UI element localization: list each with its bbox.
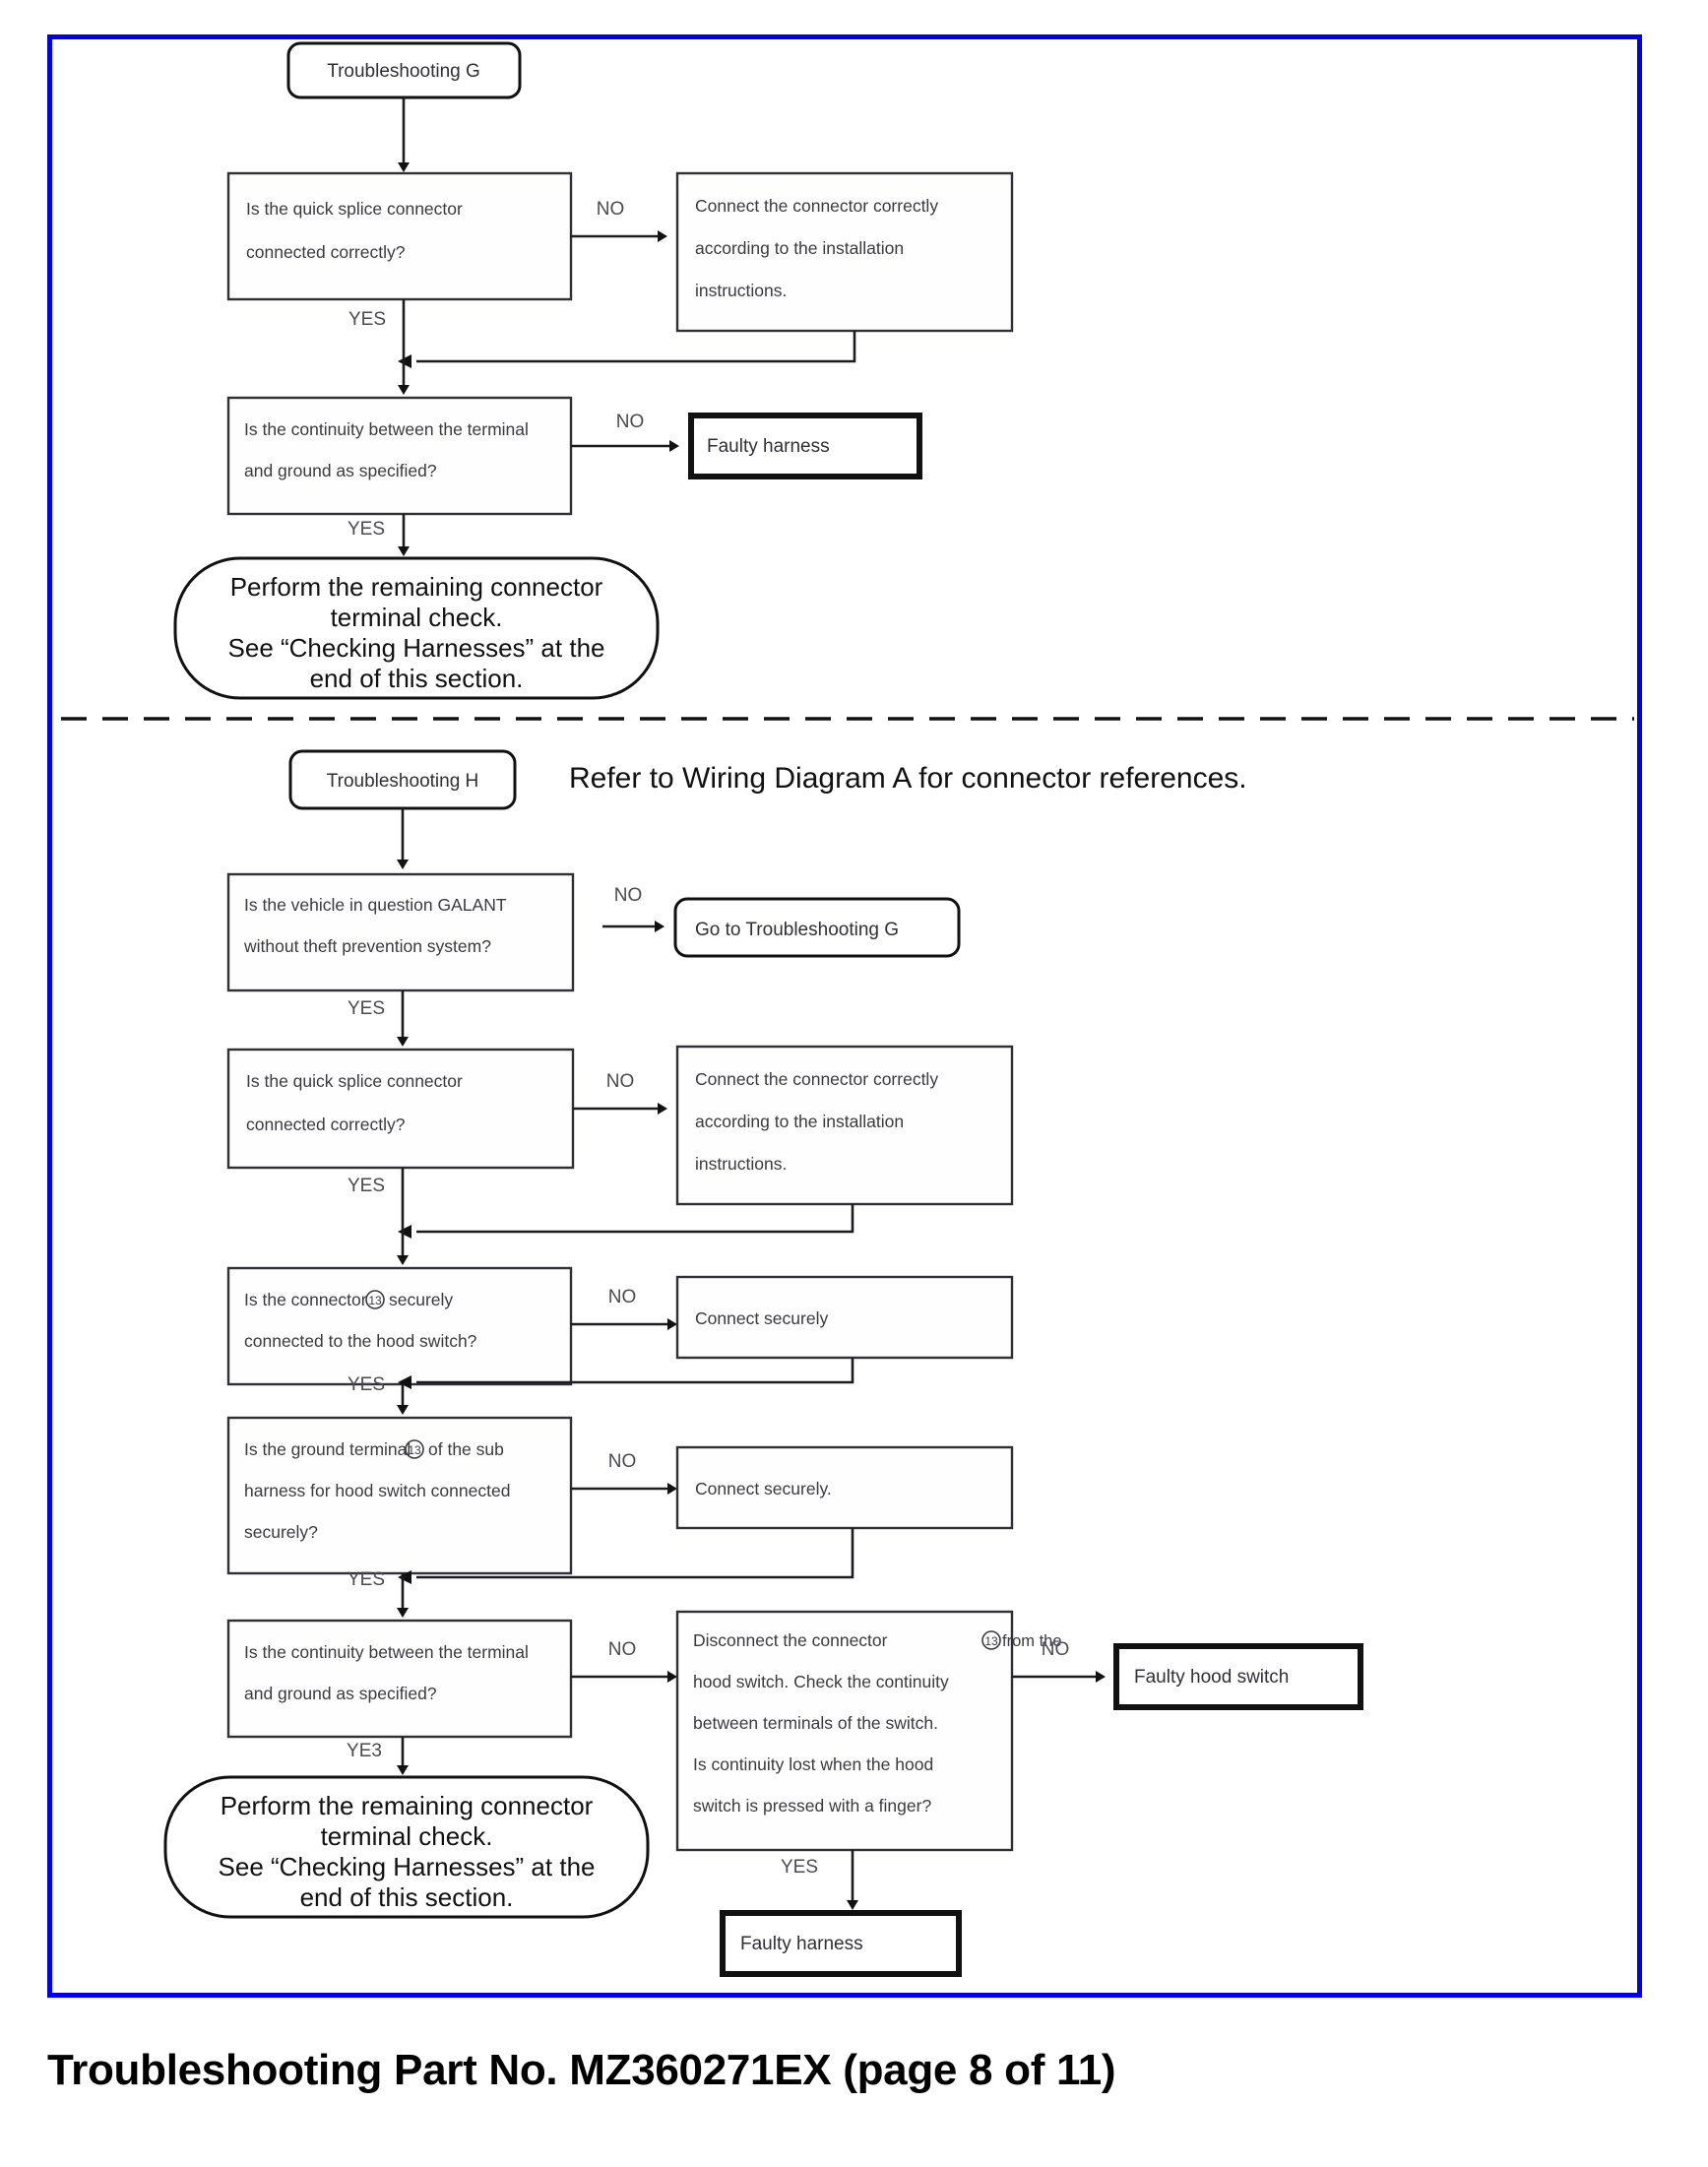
h-d3-ref: 13: [368, 1294, 382, 1307]
h-a1-label: Go to Troubleshooting G: [695, 920, 899, 940]
h-wiring-note: Refer to Wiring Diagram A for connector …: [569, 762, 1247, 795]
h-d5-no-label: NO: [608, 1639, 637, 1660]
h-d1-no-label: NO: [614, 885, 643, 906]
g-decision-1: Is the quick splice connector connected …: [226, 171, 573, 301]
h-d1-line2: without theft prevention system?: [243, 936, 491, 956]
h-d2-line1: Is the quick splice connector: [246, 1071, 463, 1091]
h-faulty-harness-box: Faulty harness: [720, 1910, 962, 1977]
h-a2-line2: according to the installation: [695, 1112, 904, 1131]
g-edge-a1-merge: [416, 331, 856, 363]
g-a1-line1: Connect the connector correctly: [695, 196, 938, 216]
h-d3-line1-post: securely: [389, 1290, 453, 1309]
h-d3-line1-pre: Is the connector: [244, 1290, 367, 1309]
h-edge-a2-merge: [416, 1204, 854, 1234]
h-a5-line4: Is continuity lost when the hood: [693, 1754, 933, 1774]
h-d4-no-label: NO: [608, 1451, 637, 1472]
g-a2-label: Faulty harness: [707, 436, 830, 457]
g-end-line1: Perform the remaining connector: [230, 572, 603, 602]
h-a2-line1: Connect the connector correctly: [695, 1069, 938, 1089]
h-end-line4: end of this section.: [300, 1882, 514, 1912]
h-decision-3: Is the connector 13 securely connected t…: [226, 1266, 573, 1386]
g-d1-yes-label: YES: [348, 309, 386, 330]
g-decision-2: Is the continuity between the terminal a…: [226, 396, 573, 516]
h-d4-line1-pre: Is the ground terminal: [244, 1439, 411, 1459]
h-end-line1: Perform the remaining connector: [221, 1791, 594, 1820]
h-d2-no-label: NO: [606, 1071, 635, 1092]
h-edge-a4-merge: [416, 1528, 854, 1579]
h-a6-label: Faulty hood switch: [1134, 1667, 1289, 1688]
g-end-line3: See “Checking Harnesses” at the: [228, 633, 605, 663]
h-d2-yes-label: YES: [348, 1176, 385, 1196]
g-end-line2: terminal check.: [331, 603, 503, 632]
h-d1-yes-label: YES: [348, 998, 385, 1019]
h-a3-label: Connect securely: [695, 1308, 828, 1328]
h-action-5: Disconnect the connector 13 hood switch.…: [675, 1610, 1014, 1852]
h-d4-line3: securely?: [244, 1522, 318, 1542]
h-action-4: Connect securely.: [675, 1445, 1014, 1530]
h-a5-line1-post: from the: [1002, 1632, 1062, 1650]
h-a5-ref: 13: [984, 1634, 998, 1648]
h-end-terminator: Perform the remaining connector terminal…: [163, 1775, 650, 1919]
g-d1-no-label: NO: [597, 199, 625, 220]
h-start-terminator: Troubleshooting H: [288, 749, 517, 810]
section-h: Troubleshooting H Refer to Wiring Diagra…: [163, 749, 1363, 1977]
section-g: Troubleshooting G Is the quick splice co…: [173, 41, 1014, 700]
h-d3-no-label: NO: [608, 1287, 637, 1307]
g-a1-line3: instructions.: [695, 281, 787, 300]
page-caption: Troubleshooting Part No. MZ360271EX (pag…: [47, 2046, 1116, 2094]
g-faulty-harness-box: Faulty harness: [688, 413, 922, 479]
h-end-line3: See “Checking Harnesses” at the: [219, 1852, 596, 1881]
h-d2-line2: connected correctly?: [246, 1115, 406, 1134]
h-faulty-hood-switch-box: Faulty hood switch: [1113, 1643, 1363, 1710]
h-d5-yes-label: YE3: [347, 1741, 382, 1761]
h-action-2: Connect the connector correctly accordin…: [675, 1045, 1014, 1206]
h-decision-2: Is the quick splice connector connected …: [226, 1048, 575, 1170]
h-decision-4: Is the ground terminal 13 of the sub har…: [226, 1416, 573, 1575]
h-goto-g-terminator: Go to Troubleshooting G: [673, 897, 961, 958]
h-d4-yes-label: YES: [348, 1569, 385, 1590]
h-decision-5: Is the continuity between the terminal a…: [226, 1619, 573, 1739]
h-d4-line1-post: of the sub: [428, 1439, 504, 1459]
g-d1-line1: Is the quick splice connector: [246, 199, 463, 219]
h-d5-line2: and ground as specified?: [244, 1684, 437, 1703]
h-d3-yes-label: YES: [348, 1374, 385, 1395]
h-d1-line1: Is the vehicle in question GALANT: [244, 895, 507, 915]
g-end-line4: end of this section.: [310, 664, 524, 693]
h-d5-line1: Is the continuity between the terminal: [244, 1642, 529, 1662]
g-start-label: Troubleshooting G: [327, 61, 480, 82]
g-d2-line1: Is the continuity between the terminal: [244, 419, 529, 439]
h-a5-line3: between terminals of the switch.: [693, 1713, 938, 1733]
h-a2-line3: instructions.: [695, 1154, 787, 1174]
h-merge-arrowhead-2: [398, 1225, 411, 1239]
connector-ref-icon-2: 13: [405, 1439, 424, 1459]
h-a4-label: Connect securely.: [695, 1479, 832, 1498]
g-d2-yes-label: YES: [348, 519, 385, 540]
h-decision-1: Is the vehicle in question GALANT withou…: [226, 872, 575, 992]
h-a5-line5: switch is pressed with a finger?: [693, 1796, 931, 1816]
h-end-line2: terminal check.: [321, 1821, 493, 1851]
h-d4-ref: 13: [408, 1443, 421, 1457]
h-a5-line1-pre: Disconnect the connector: [693, 1630, 888, 1650]
g-start-terminator: Troubleshooting G: [286, 41, 522, 99]
connector-ref-icon-3: 13: [981, 1630, 1001, 1650]
troubleshooting-flowchart: Troubleshooting G Is the quick splice co…: [61, 41, 1634, 1977]
h-a5-no-label: NO: [1042, 1639, 1070, 1660]
h-a5-line2: hood switch. Check the continuity: [693, 1672, 949, 1691]
g-d1-line2: connected correctly?: [246, 242, 406, 262]
g-d2-no-label: NO: [616, 412, 645, 432]
h-a7-label: Faulty harness: [740, 1934, 863, 1954]
h-start-label: Troubleshooting H: [327, 771, 479, 792]
connector-ref-icon-1: 13: [365, 1290, 385, 1309]
g-a1-line2: according to the installation: [695, 238, 904, 258]
h-a5-yes-label: YES: [781, 1857, 818, 1878]
g-end-terminator: Perform the remaining connector terminal…: [173, 556, 660, 700]
h-action-3: Connect securely: [675, 1275, 1014, 1360]
h-merge-arrowhead-3: [398, 1375, 411, 1389]
g-action-1: Connect the connector correctly accordin…: [675, 171, 1014, 333]
h-merge-arrowhead-4: [398, 1570, 411, 1584]
h-edge-a3-merge: [416, 1358, 854, 1384]
g-d2-line2: and ground as specified?: [244, 461, 437, 480]
h-d4-line2: harness for hood switch connected: [244, 1481, 510, 1500]
h-d3-line2: connected to the hood switch?: [244, 1331, 477, 1351]
